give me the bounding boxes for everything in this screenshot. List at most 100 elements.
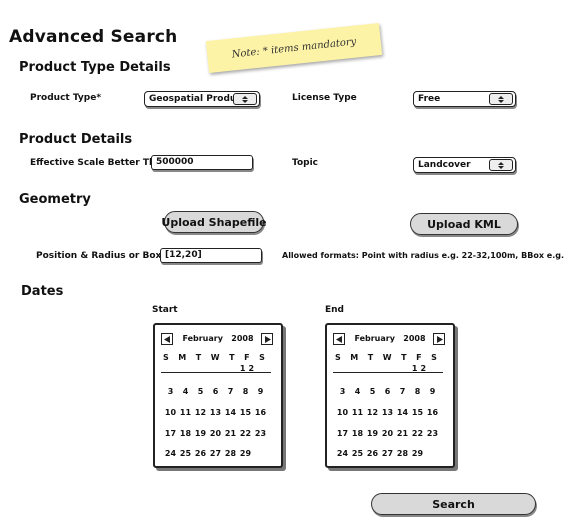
calendar-week-row: 3 4 5 6 7 8 9 [163,387,269,396]
calendar-day[interactable]: 22 [411,429,424,438]
calendar-day[interactable]: 15 [411,408,424,417]
topic-select[interactable]: Landcover [413,157,516,173]
calendar-day[interactable]: 8 [242,387,249,396]
calendar-day[interactable]: 27 [209,449,222,458]
calendar-day[interactable]: 26 [194,449,207,458]
calendar-day[interactable]: 21 [224,429,237,438]
calendar-week-row: 10 11 12 13 14 15 16 [163,408,269,417]
next-month-icon[interactable] [261,333,273,345]
calendar-week-row: 17 18 19 20 21 22 23 [335,429,441,438]
calendar-day[interactable]: 7 [227,387,234,396]
calendar-day[interactable]: 20 [381,429,394,438]
position-radius-input[interactable]: [12,20] [160,248,262,263]
calendar-day[interactable]: 4 [182,387,189,396]
calendar-day[interactable]: 10 [164,408,177,417]
calendar-day[interactable]: 25 [351,449,364,458]
calendar-day[interactable]: 27 [381,449,394,458]
calendar-day[interactable]: 13 [209,408,222,417]
calendar-day[interactable]: 17 [164,429,177,438]
calendar-day[interactable]: 23 [426,429,439,438]
calendar-day[interactable]: 1 [411,364,418,373]
section-dates: Dates [21,284,64,299]
search-button[interactable]: Search [371,493,536,515]
calendar-day[interactable]: 29 [239,449,252,458]
product-type-label: Product Type* [30,93,102,103]
calendar-day[interactable]: 1 [239,364,246,373]
calendar-day[interactable]: 14 [396,408,409,417]
calendar-day[interactable]: 13 [381,408,394,417]
product-type-select[interactable]: Geospatial Product [144,91,260,107]
calendar-day[interactable]: 29 [411,449,424,458]
updown-arrow-icon [233,93,257,105]
calendar-day[interactable]: 12 [194,408,207,417]
divider [333,372,443,373]
calendar-day[interactable]: 7 [399,387,406,396]
end-date-label: End [325,305,344,315]
calendar-day[interactable]: 16 [426,408,439,417]
calendar-day[interactable]: 8 [414,387,421,396]
license-type-select[interactable]: Free [413,91,516,107]
calendar-week-row: 17 18 19 20 21 22 23 [163,429,269,438]
calendar-day[interactable]: 5 [369,387,376,396]
calendar-day[interactable]: 14 [224,408,237,417]
calendar-day[interactable]: 11 [351,408,364,417]
calendar-day[interactable] [253,449,268,458]
calendar-day[interactable]: 18 [351,429,364,438]
calendar-day[interactable]: 20 [209,429,222,438]
calendar-day[interactable]: 5 [197,387,204,396]
calendar-week-row: 24 25 26 27 28 29 [163,449,269,458]
prev-month-icon[interactable] [333,333,345,345]
calendar-day[interactable]: 28 [224,449,237,458]
topic-value: Landcover [418,160,471,170]
calendar-day[interactable]: 22 [239,429,252,438]
updown-arrow-icon [489,93,513,105]
calendar-day[interactable]: 9 [429,387,436,396]
calendar-day[interactable]: 2 [420,364,427,373]
calendar-day[interactable]: 6 [212,387,219,396]
calendar-day[interactable]: 25 [179,449,192,458]
calendar-day[interactable]: 10 [336,408,349,417]
calendar-day[interactable]: 19 [366,429,379,438]
allowed-formats-hint: Allowed formats: Point with radius e.g. … [282,251,567,260]
section-geometry: Geometry [19,192,91,207]
effective-scale-input[interactable]: 500000 [151,155,253,170]
calendar-day[interactable]: 19 [194,429,207,438]
calendar-day[interactable]: 12 [366,408,379,417]
calendar-month-year: February 2008 [182,334,254,343]
weekday-header: S M T W T F S [163,353,265,362]
calendar-week-row: 1 2 [163,364,269,373]
prev-month-icon[interactable] [161,333,173,345]
calendar-day[interactable]: 15 [239,408,252,417]
calendar-day[interactable]: 28 [396,449,409,458]
next-month-icon[interactable] [433,333,445,345]
calendar-day[interactable]: 9 [257,387,264,396]
calendar-day[interactable]: 3 [167,387,174,396]
calendar-day[interactable]: 21 [396,429,409,438]
calendar-day[interactable]: 11 [179,408,192,417]
calendar-day[interactable]: 16 [254,408,267,417]
calendar-day[interactable]: 23 [254,429,267,438]
calendar-week-row: 24 25 26 27 28 29 [335,449,441,458]
calendar-day[interactable]: 17 [336,429,349,438]
calendar-day[interactable]: 4 [354,387,361,396]
calendar-day[interactable]: 3 [339,387,346,396]
license-type-label: License Type [292,93,357,103]
calendar-day[interactable]: 24 [336,449,349,458]
section-product-type-details: Product Type Details [19,60,171,75]
topic-label: Topic [292,158,318,168]
start-calendar: February 2008 S M T W T F S 1 2 3 4 5 6 … [153,323,283,468]
section-product-details: Product Details [19,132,133,147]
upload-shapefile-button[interactable]: Upload Shapefile [161,211,267,233]
calendar-day[interactable]: 18 [179,429,192,438]
calendar-day[interactable]: 24 [164,449,177,458]
calendar-week-row: 3 4 5 6 7 8 9 [335,387,441,396]
calendar-day[interactable] [425,449,440,458]
calendar-day[interactable]: 2 [248,364,255,373]
product-type-value: Geospatial Product [149,94,246,104]
license-type-value: Free [418,94,441,104]
upload-kml-button[interactable]: Upload KML [410,213,518,235]
calendar-month-year: February 2008 [354,334,426,343]
mandatory-note: Note: * items mandatory [205,22,383,74]
calendar-day[interactable]: 6 [384,387,391,396]
calendar-day[interactable]: 26 [366,449,379,458]
